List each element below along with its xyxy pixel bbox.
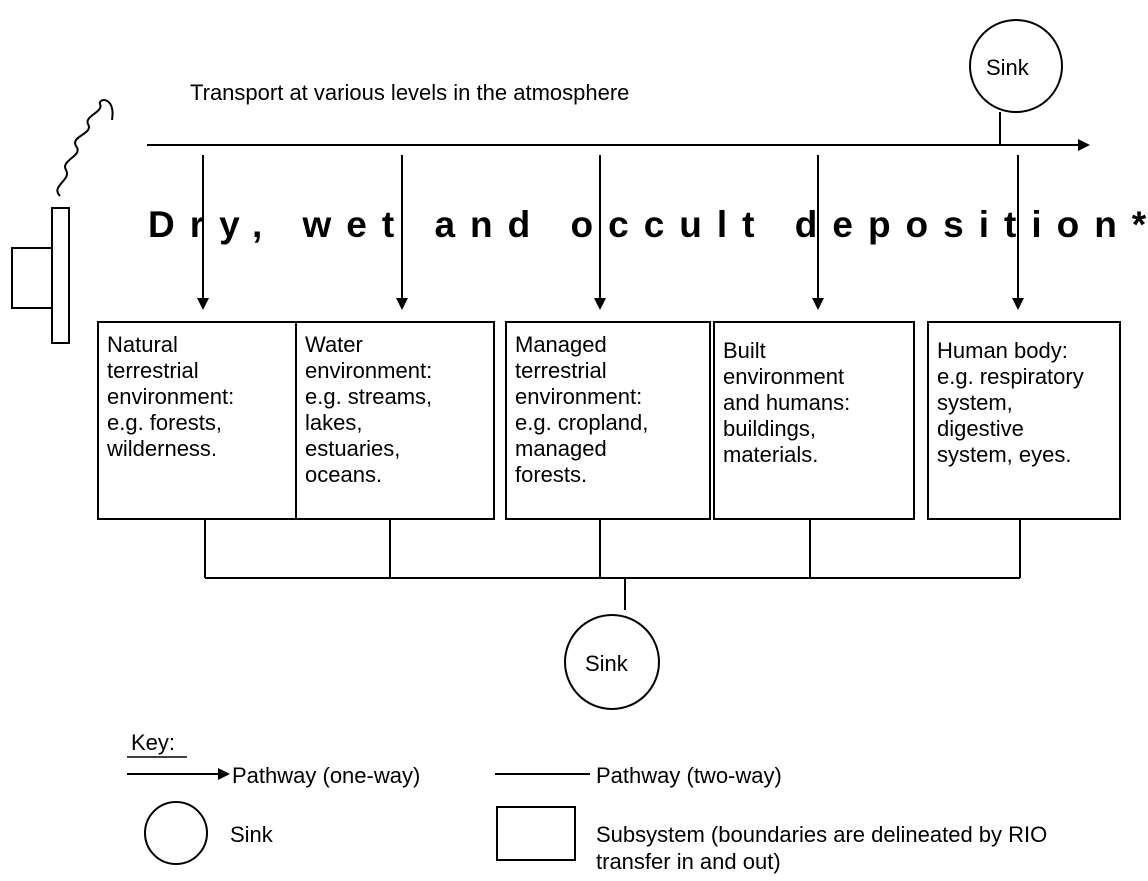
subsystem-box-water	[295, 321, 495, 520]
sink-bottom-label: Sink	[585, 651, 628, 676]
sink-top-label: Sink	[986, 55, 1029, 80]
subsystem-box-managed	[505, 321, 711, 520]
key-subsystem-label-line1: Subsystem (boundaries are delineated by …	[596, 822, 1048, 847]
smoke-plume-icon	[56, 99, 114, 197]
subsystem-box-human	[927, 321, 1121, 520]
key-title: Key:	[131, 730, 176, 755]
deposition-label: Dry, wet and occult deposition*	[148, 204, 1148, 245]
sink-top-circle	[969, 19, 1063, 113]
emission-source-icon	[11, 99, 114, 344]
key-two-way-label: Pathway (two-way)	[596, 763, 782, 788]
subsystem-text-managed: Managed terrestrial environment: e.g. cr…	[515, 332, 649, 487]
key-subsystem-label-line2: transfer in and out)	[596, 849, 781, 874]
subsystem-text-human: Human body: e.g. respiratory system, dig…	[937, 338, 1084, 467]
subsystem-text-built: Built environment and humans: buildings,…	[723, 338, 851, 467]
subsystem-box-built	[713, 321, 915, 520]
subsystem-text-natural: Natural terrestrial environment: e.g. fo…	[107, 332, 235, 461]
subsystem-text-water: Water environment: e.g. streams, lakes, …	[305, 332, 433, 487]
key-sink-label: Sink	[230, 822, 273, 847]
two-way-connectors	[204, 519, 1021, 610]
sink-bottom-circle	[564, 614, 660, 710]
key-one-way-label: Pathway (one-way)	[232, 763, 421, 788]
key-sink-circle	[144, 801, 208, 865]
key-subsystem-box	[496, 806, 576, 861]
transport-label: Transport at various levels in the atmos…	[190, 80, 630, 105]
